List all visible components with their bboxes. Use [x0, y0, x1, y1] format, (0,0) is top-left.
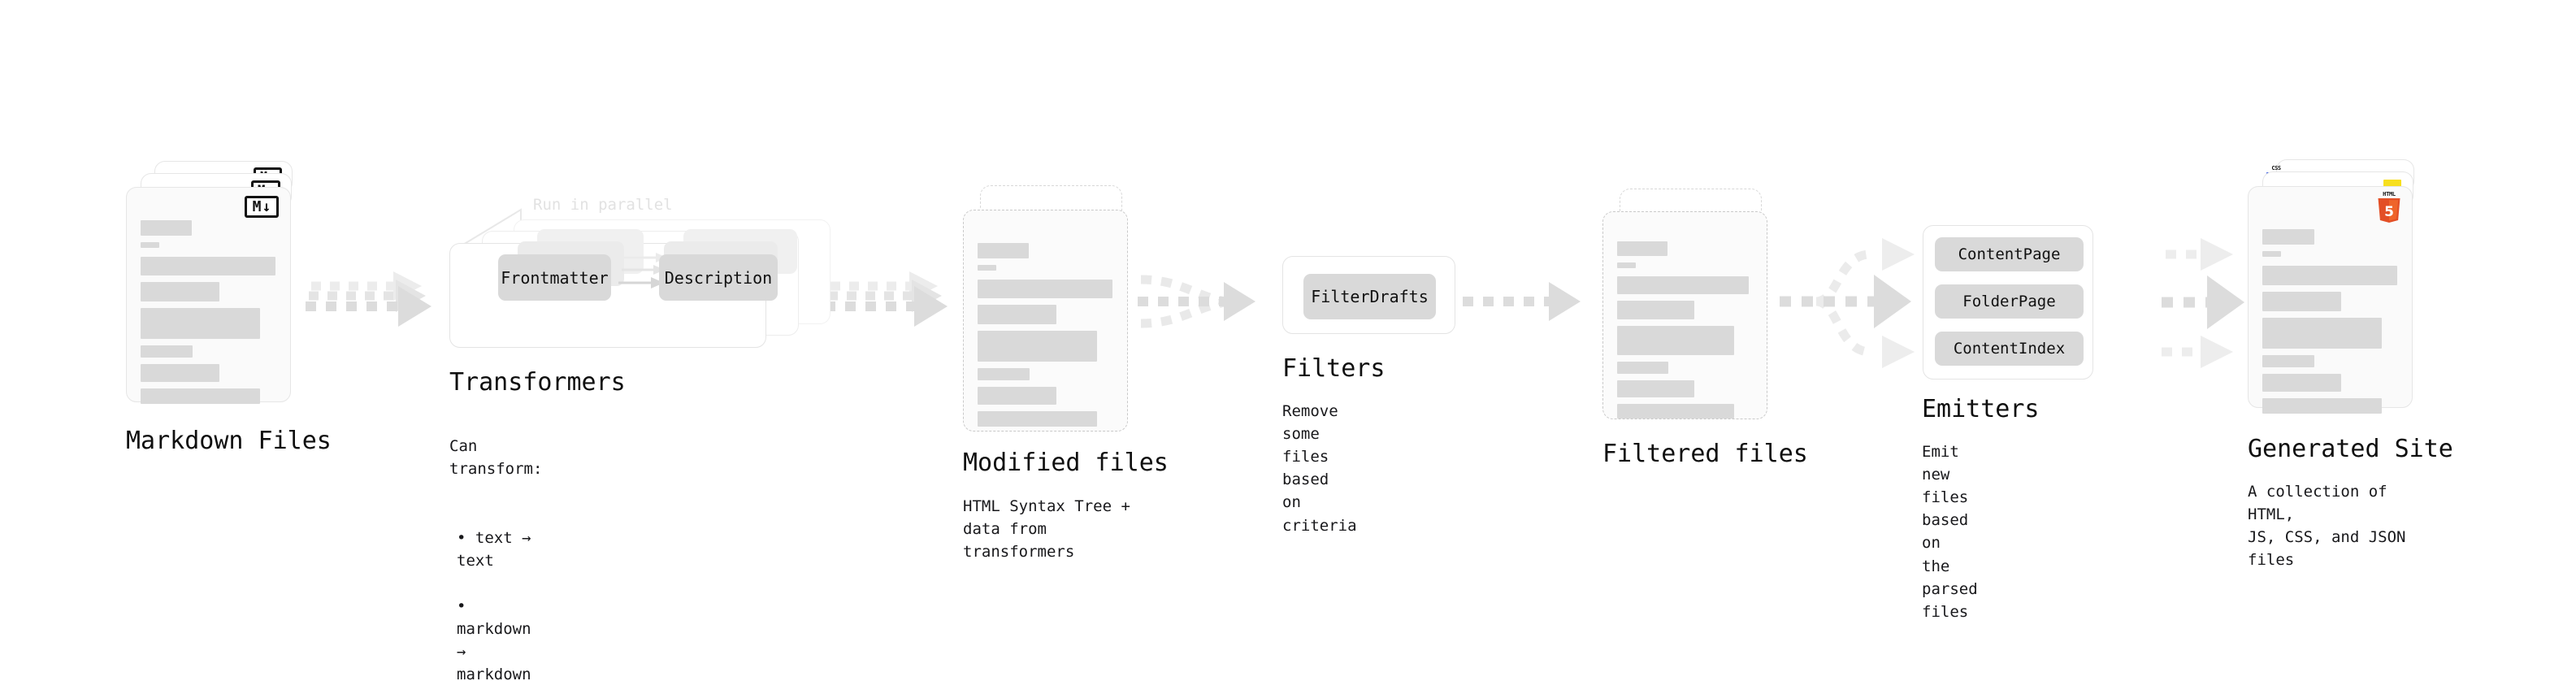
- transformers-bullet: • text → text: [457, 528, 531, 570]
- markdown-badge-icon: M↓: [245, 196, 279, 218]
- modified-files-desc: HTML Syntax Tree + data from transformer…: [963, 497, 1130, 562]
- filtered-card-front: [1602, 211, 1767, 419]
- html5-shield: 5: [2378, 198, 2400, 223]
- modified-card-front: [963, 210, 1128, 432]
- run-in-parallel-label: Run in parallel: [533, 196, 673, 214]
- html5-digit: 5: [2384, 204, 2394, 220]
- skeleton-line: [1617, 362, 1668, 374]
- html5-badge-icon: HTML 5: [2376, 192, 2402, 223]
- chip-label: Description: [664, 267, 773, 288]
- generated-doc-skeleton: [2262, 229, 2398, 420]
- md-arrow: ↓: [262, 197, 271, 215]
- skeleton-line: [1617, 262, 1636, 268]
- skeleton-line: [978, 368, 1030, 380]
- arrow-filtered-to-emitters: [1780, 238, 1915, 368]
- skeleton-line: [978, 280, 1112, 298]
- skeleton-line: [978, 387, 1056, 405]
- stage-title-filters: Filters: [1282, 354, 1386, 383]
- stage-title-filtered-files: Filtered files: [1602, 440, 1808, 468]
- filtered-file-stack: [1602, 189, 1777, 432]
- skeleton-line: [1617, 326, 1734, 355]
- arrow-transformers-to-modified: [825, 271, 948, 327]
- modified-file-stack: [963, 185, 1138, 432]
- stage-title-transformers: Transformers: [449, 368, 626, 397]
- html5-word: HTML: [2383, 191, 2396, 197]
- emitter-chip-contentpage[interactable]: ContentPage: [1935, 237, 2084, 271]
- skeleton-line: [2262, 355, 2314, 367]
- stage-title-emitters: Emitters: [1922, 395, 2040, 423]
- markdown-card-front: M↓: [126, 187, 291, 404]
- stage-markdown-files: M↓ M↓ M↓: [126, 161, 332, 455]
- stage-generated-site: CSS HTML 5: [2248, 159, 2453, 569]
- generated-card-front: HTML 5: [2248, 186, 2413, 414]
- skeleton-line: [141, 282, 219, 301]
- skeleton-line: [1617, 404, 1734, 419]
- skeleton-line: [2262, 229, 2314, 245]
- transformer-chip-frontmatter[interactable]: Frontmatter: [498, 254, 611, 301]
- skeleton-line: [141, 308, 260, 339]
- markdown-doc-skeleton: [141, 220, 276, 410]
- skeleton-line: [1617, 380, 1694, 397]
- generated-site-stack: CSS HTML 5: [2248, 159, 2422, 419]
- skeleton-line: [141, 257, 275, 275]
- skeleton-line: [141, 242, 159, 248]
- skeleton-line: [1617, 301, 1694, 319]
- stage-title-modified-files: Modified files: [963, 449, 1169, 477]
- modified-doc-skeleton: [978, 243, 1113, 433]
- chip-label: ContentPage: [1958, 245, 2061, 263]
- arrow-modified-to-filters: [1138, 275, 1255, 328]
- skeleton-line: [978, 265, 996, 271]
- skeleton-line: [1617, 241, 1667, 256]
- stage-filtered-files: Filtered files: [1602, 189, 1808, 468]
- transformer-chip-description[interactable]: Description: [659, 254, 778, 301]
- chip-label: FilterDrafts: [1311, 287, 1429, 306]
- skeleton-line: [2262, 318, 2382, 349]
- emitter-chip-contentindex[interactable]: ContentIndex: [1935, 332, 2084, 366]
- chip-label: ContentIndex: [1953, 340, 2066, 358]
- skeleton-line: [2262, 251, 2281, 257]
- skeleton-line: [978, 305, 1056, 324]
- skeleton-line: [978, 411, 1097, 427]
- filter-chip-filterdrafts[interactable]: FilterDrafts: [1303, 274, 1436, 319]
- skeleton-line: [978, 331, 1097, 362]
- emitters-desc: Emit new files based on the parsed files: [1922, 443, 1978, 621]
- stage-title-generated-site: Generated Site: [2248, 435, 2453, 463]
- skeleton-line: [141, 388, 260, 404]
- skeleton-line: [2262, 266, 2397, 285]
- stage-modified-files: Modified files HTML Syntax Tree + data f…: [963, 185, 1169, 561]
- transformers-desc: Can transform: • text → text • markdown …: [449, 412, 542, 681]
- generated-site-desc: A collection of HTML, JS, CSS, and JSON …: [2248, 483, 2406, 570]
- skeleton-line: [978, 243, 1029, 258]
- transformers-desc-head: Can transform:: [449, 437, 543, 479]
- filters-desc: Remove some files based on criteria: [1282, 402, 1357, 535]
- markdown-file-stack: M↓ M↓ M↓: [126, 161, 301, 413]
- md-letter: M: [252, 197, 262, 215]
- skeleton-line: [2262, 292, 2341, 311]
- chip-label: FolderPage: [1962, 293, 2056, 310]
- arrow-emitters-to-site: [2162, 238, 2244, 368]
- css-label: CSS: [2271, 165, 2281, 171]
- skeleton-line: [2262, 398, 2382, 414]
- stage-title-markdown-files: Markdown Files: [126, 427, 332, 455]
- emitters-box: ContentPage FolderPage ContentIndex: [1923, 225, 2093, 380]
- chip-label: Frontmatter: [501, 267, 609, 288]
- emitter-chip-folderpage[interactable]: FolderPage: [1935, 284, 2084, 319]
- skeleton-line: [141, 364, 219, 382]
- skeleton-line: [1617, 276, 1749, 294]
- transformers-bullet: • markdown → markdown: [457, 596, 531, 681]
- skeleton-line: [2262, 374, 2341, 392]
- arrow-markdown-to-transformers: [306, 271, 432, 327]
- skeleton-line: [141, 345, 193, 358]
- skeleton-line: [141, 220, 192, 236]
- filtered-doc-skeleton: [1617, 241, 1753, 425]
- filters-box: FilterDrafts: [1282, 256, 1455, 334]
- arrow-filters-to-filtered: [1463, 282, 1581, 321]
